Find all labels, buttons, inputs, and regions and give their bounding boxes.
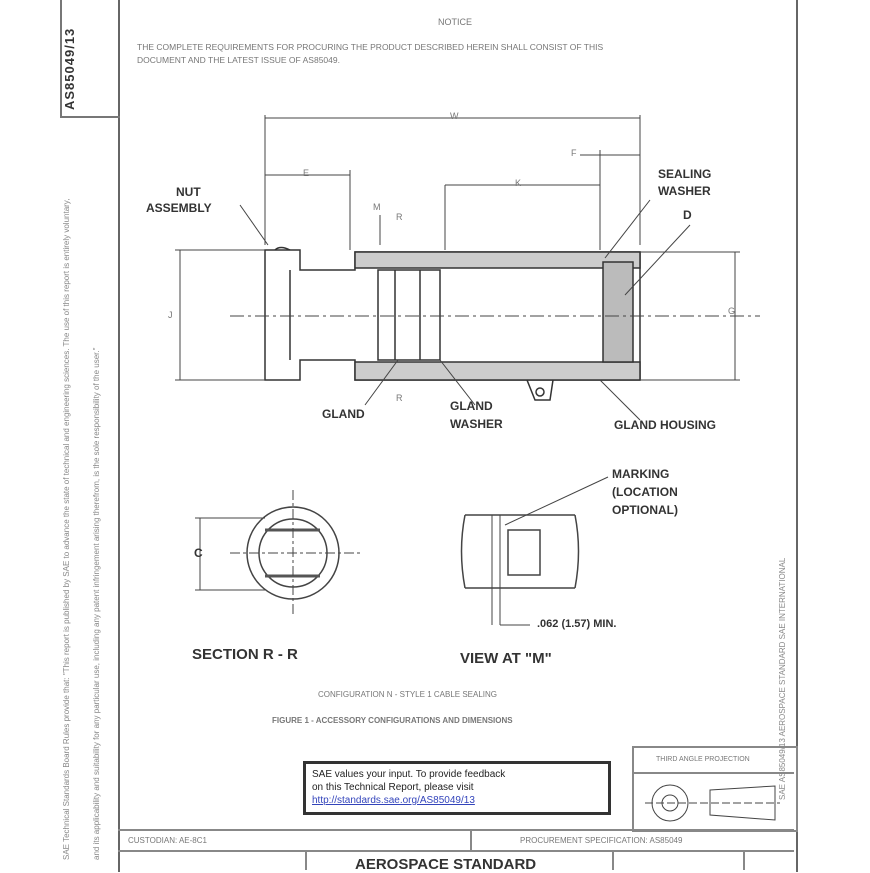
- doc-id-box: [60, 0, 120, 118]
- dim-k: K: [515, 178, 522, 188]
- dim-g: G: [728, 306, 736, 316]
- projection-box: [632, 746, 798, 832]
- divider: [305, 850, 307, 870]
- label-marking-3: OPTIONAL): [612, 503, 678, 517]
- notice-text-1: THE COMPLETE REQUIREMENTS FOR PROCURING …: [137, 42, 604, 52]
- config-caption: CONFIGURATION N - STYLE 1 CABLE SEALING: [318, 690, 497, 699]
- aerospace-standard: AEROSPACE STANDARD: [355, 856, 537, 873]
- feedback-line-2: on this Technical Report, please visit: [312, 782, 474, 793]
- feedback-link[interactable]: http://standards.sae.org/AS85049/13: [312, 795, 475, 806]
- dim-r-top: R: [396, 212, 403, 222]
- housing-wall-top: [354, 251, 641, 269]
- dim-d: D: [683, 208, 692, 222]
- title-block-top: [118, 829, 794, 831]
- dim-m: M: [373, 202, 381, 212]
- housing-wall-bottom: [354, 361, 641, 381]
- dim-r-bottom: R: [396, 393, 403, 403]
- view-title: VIEW AT "M": [460, 650, 552, 667]
- page-frame: [118, 0, 798, 872]
- label-nut: NUT: [176, 185, 201, 199]
- label-gland-washer-2: WASHER: [450, 417, 503, 431]
- figure-caption: FIGURE 1 - ACCESSORY CONFIGURATIONS AND …: [272, 716, 513, 725]
- label-gland-housing: GLAND HOUSING: [614, 418, 716, 432]
- dim-f: F: [571, 148, 577, 158]
- divider: [632, 772, 794, 774]
- dim-w: W: [450, 111, 459, 121]
- divider: [612, 850, 614, 870]
- feedback-box: SAE values your input. To provide feedba…: [303, 761, 611, 815]
- projection-label: THIRD ANGLE PROJECTION: [656, 756, 750, 763]
- label-gland: GLAND: [322, 407, 365, 421]
- dim-c: C: [194, 546, 203, 560]
- title-block-mid: [118, 850, 794, 852]
- label-washer: WASHER: [658, 184, 711, 198]
- feedback-line-1: SAE values your input. To provide feedba…: [312, 769, 506, 780]
- divider: [743, 850, 745, 870]
- assembly-outline: [264, 249, 641, 381]
- dim-j: J: [168, 310, 173, 320]
- label-min-dim: .062 (1.57) MIN.: [537, 618, 617, 630]
- label-marking-2: (LOCATION: [612, 485, 678, 499]
- label-marking-1: MARKING: [612, 467, 670, 481]
- label-gland-washer-1: GLAND: [450, 399, 493, 413]
- notice-text-2: DOCUMENT AND THE LATEST ISSUE OF AS85049…: [137, 55, 340, 65]
- procurement-spec: PROCUREMENT SPECIFICATION: AS85049: [520, 836, 683, 845]
- sealing-washer: [602, 261, 634, 363]
- notice-heading: NOTICE: [438, 17, 473, 27]
- custodian: CUSTODIAN: AE-8C1: [128, 836, 207, 845]
- dim-e: E: [303, 168, 310, 178]
- label-sealing: SEALING: [658, 167, 712, 181]
- divider: [470, 829, 472, 851]
- section-title: SECTION R - R: [192, 646, 298, 663]
- gland: [377, 269, 441, 361]
- label-assembly: ASSEMBLY: [146, 201, 212, 215]
